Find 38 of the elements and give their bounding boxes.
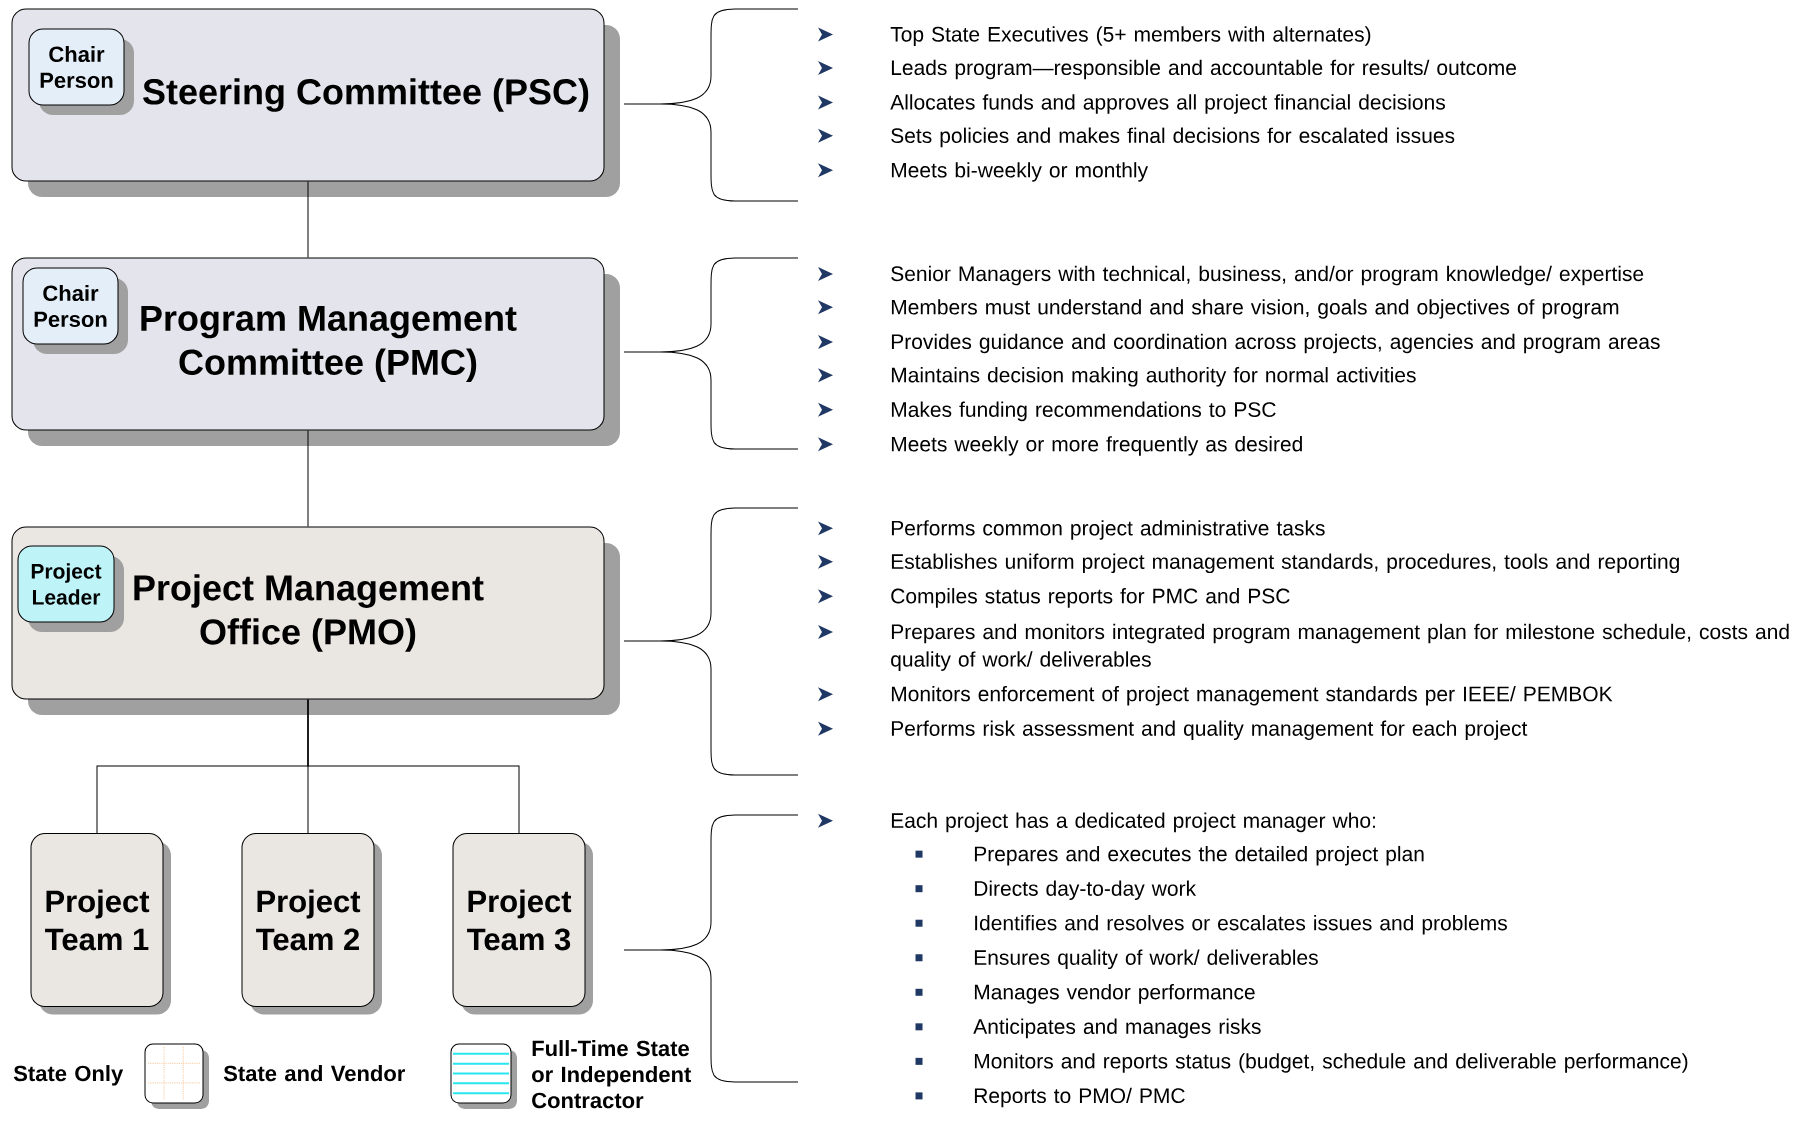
team-box: Project Team 3 [452, 833, 593, 1015]
bullet-text: Senior Managers with technical, business, and/or program knowledge/ expertise [891, 265, 1644, 286]
bullet-text: Members must understand and share vision, goals and objectives of program [891, 299, 1619, 319]
legend-text: State and Vendor [223, 1065, 406, 1082]
bullet-text: Ensures quality of work/ deliverables [974, 949, 1318, 970]
chair-person-box: Chair Person [22, 267, 128, 354]
connector-line [307, 430, 309, 527]
connector-line [307, 181, 309, 258]
bullet-text: Maintains decision making authority for normal activities [891, 367, 1416, 387]
bullet-text: Monitors enforcement of project management standards per IEEE/ PEMBOK [891, 685, 1613, 706]
legend-text: Full-Time State or Independent Contractor [532, 1040, 692, 1109]
bullet-text: Allocates funds and approves all project financial decisions [890, 94, 1445, 114]
bullet-text: Manages vendor performance [974, 984, 1255, 1004]
chair-person-box: Chair Person [28, 28, 134, 115]
bullet-text: Reports to PMO/ PMC [974, 1087, 1185, 1108]
bullet-text: Leads program—responsible and accountable for results/ outcome [891, 59, 1516, 80]
team-box: Project Team 2 [241, 833, 382, 1015]
bullet-text: Anticipates and manages risks [973, 1018, 1261, 1039]
legend-text: State Only [13, 1065, 124, 1086]
bullet-text: Meets weekly or more frequently as desired [891, 436, 1302, 456]
team-box: Project Team 1 [30, 833, 171, 1015]
bullet-text: Top State Executives (5+ members with alternates) [890, 26, 1371, 46]
bullet-text: Provides guidance and coordination across projects, agencies and program areas [891, 333, 1660, 354]
bullet-text: Performs common project administrative tasks [891, 520, 1325, 540]
connector-line [307, 699, 520, 834]
project-leader-box: Project Leader [17, 545, 124, 632]
bullet-text: Sets policies and makes final decisions for escalated issues [891, 127, 1455, 148]
bullet-text: Directs day-to-day work [974, 880, 1197, 901]
bullet-text: Prepares and monitors integrated program management plan for milestone schedule, costs and quality of work/ deliverables [891, 623, 1789, 671]
bullet-text: Monitors and reports status (budget, schedule and deliverable performance) [974, 1053, 1688, 1073]
bullet-text: Prepares and executes the detailed project plan [974, 845, 1424, 866]
bullet-text: Each project has a dedicated project manager who: [891, 812, 1375, 833]
bullet-text: Meets bi-weekly or monthly [891, 162, 1149, 182]
bullet-text: Makes funding recommendations to PSC [891, 401, 1276, 422]
bullet-text: Compiles status reports for PMC and PSC [891, 588, 1290, 608]
bullet-text: Identifies and resolves or escalates issues and problems [975, 915, 1507, 935]
bullet-text: Establishes uniform project management standards, procedures, tools and reporting [891, 553, 1679, 574]
bullet-text: Performs risk assessment and quality management for each project [891, 720, 1528, 741]
